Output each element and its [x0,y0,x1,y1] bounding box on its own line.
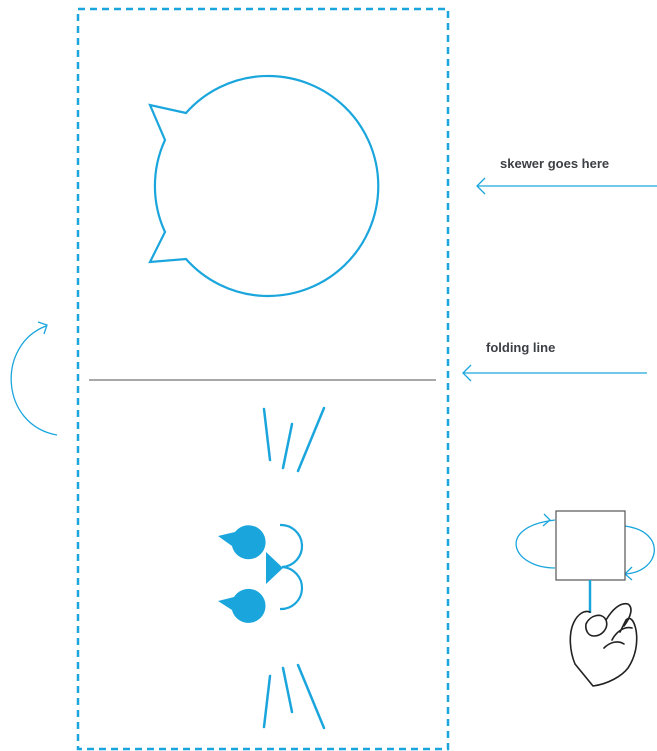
skewer-arrow [477,178,657,194]
rotate-around-square-icon [516,511,654,613]
hand-twirling-icon [570,604,636,686]
cut-outline [78,9,448,749]
whisker [298,665,324,728]
folding-line-label: folding line [486,340,555,355]
folding-arrow [463,365,647,381]
upper-whiskers [264,408,324,471]
curved-arrow-icon [11,322,57,435]
cat-eye-upper [218,525,266,559]
lower-whiskers [264,665,324,728]
cat-mouth-upper [280,525,302,567]
cat-nose [266,552,283,584]
whisker [283,424,292,468]
whisker [264,676,270,727]
whisker [298,408,324,471]
skewer-label: skewer goes here [500,156,609,171]
cat-head-outline [150,76,378,296]
cat-eye-lower [218,589,265,623]
cat-mouth-lower [280,567,302,609]
whisker [283,668,292,712]
whisker [264,409,270,460]
